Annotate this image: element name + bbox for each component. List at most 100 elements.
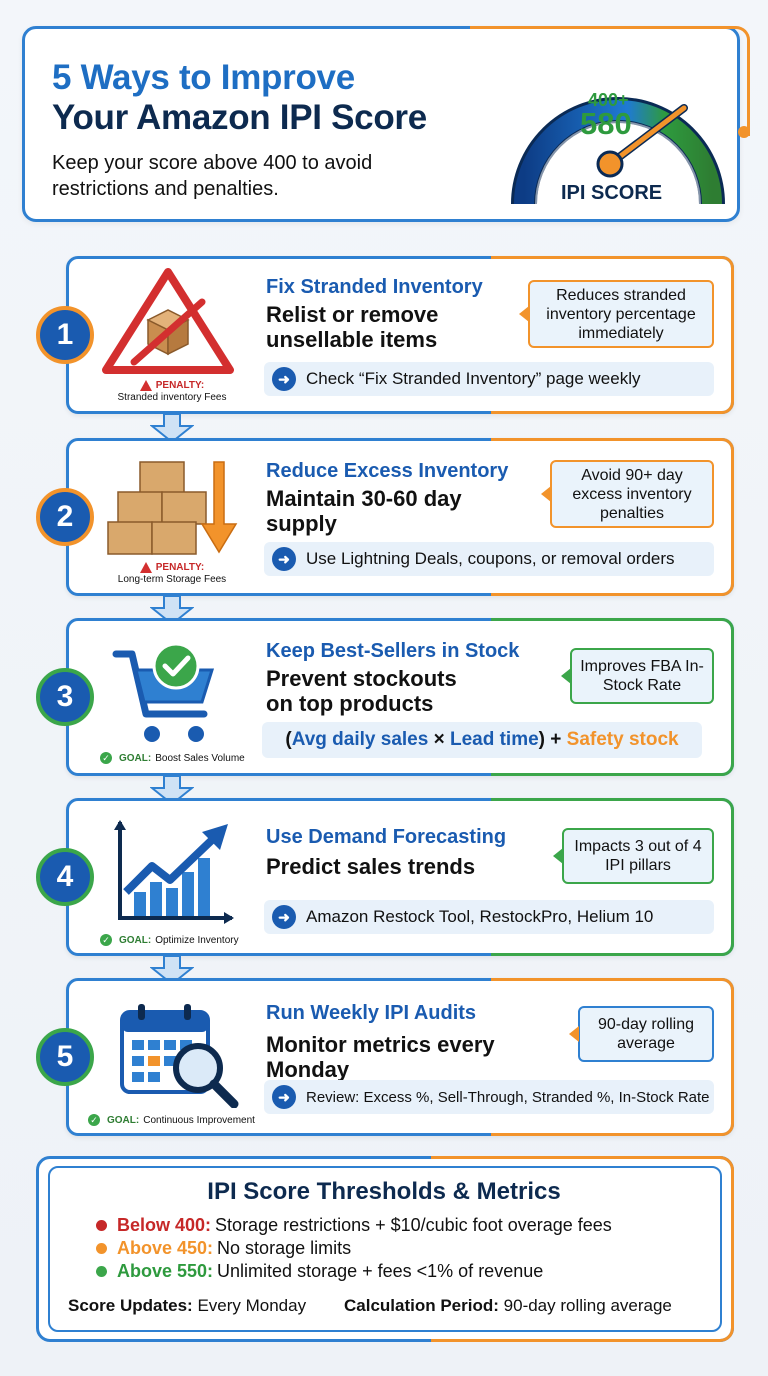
step-5-callout: 90-day rolling average: [569, 1006, 714, 1062]
step-1-tag: PENALTY: Stranded inventory Fees: [100, 380, 244, 404]
step-2-callout: Avoid 90+ day excess inventory penalties: [541, 460, 714, 528]
step-4-subheading: Predict sales trends: [266, 854, 476, 879]
title-line-2: Your Amazon IPI Score: [52, 98, 427, 137]
step-1-tip: ➜ Check “Fix Stranded Inventory” page we…: [264, 362, 714, 396]
step-5-tag: ✓ GOAL: Continuous Improvement: [88, 1114, 255, 1126]
step-3-tag-label: GOAL:: [119, 752, 152, 764]
step-number-2: 2: [36, 488, 94, 546]
step-2-tag-text: Long-term Storage Fees: [117, 574, 227, 586]
threshold-text: Unlimited storage + fees <1% of revenue: [217, 1261, 544, 1281]
step-3-callout: Improves FBA In-Stock Rate: [561, 648, 714, 704]
trend-chart-icon: [114, 820, 234, 924]
down-arrow-icon: [150, 776, 194, 804]
arrow-right-icon: ➜: [272, 367, 296, 391]
footer-title: IPI Score Thresholds & Metrics: [207, 1178, 561, 1205]
step-5-heading: Run Weekly IPI Audits: [266, 1002, 477, 1024]
step-number-4: 4: [36, 848, 94, 906]
gauge-dial-icon: [511, 97, 725, 205]
step-4-tag-label: GOAL:: [119, 934, 152, 946]
arrow-right-icon: ➜: [272, 547, 296, 571]
step-2-tag: PENALTY: Long-term Storage Fees: [100, 562, 244, 586]
down-arrow-icon: [150, 414, 194, 442]
arrow-right-icon: ➜: [272, 1085, 296, 1109]
header-accent-dot: [738, 126, 750, 138]
warning-icon: [139, 380, 152, 391]
red-dot-icon: [96, 1220, 107, 1231]
step-number-3: 3: [36, 668, 94, 726]
calculation-period: Calculation Period: 90-day rolling avera…: [344, 1296, 672, 1316]
step-number-1: 1: [36, 306, 94, 364]
arrow-right-icon: ➜: [272, 905, 296, 929]
step-2-subheading: Maintain 30-60 day supply: [266, 486, 462, 536]
step-5-tag-text: Continuous Improvement: [143, 1114, 255, 1126]
step-3-heading: Keep Best-Sellers in Stock: [266, 640, 520, 662]
step-2-tip: ➜ Use Lightning Deals, coupons, or remov…: [264, 542, 714, 576]
step-5-tag-label: GOAL:: [107, 1114, 140, 1126]
header-panel: [22, 26, 740, 222]
gauge-label: IPI SCORE: [561, 182, 663, 204]
formula-avg-daily-sales: Avg daily sales: [291, 729, 429, 750]
score-updates-key: Score Updates:: [68, 1296, 193, 1315]
formula-plus: ) +: [538, 729, 567, 750]
formula-safety-stock: Safety stock: [566, 729, 679, 750]
threshold-row-above-450: Above 450: No storage limits: [96, 1238, 351, 1259]
step-1-tag-text: Stranded inventory Fees: [117, 392, 227, 404]
step-4-tip-text: Amazon Restock Tool, RestockPro, Helium …: [306, 907, 654, 926]
threshold-text: No storage limits: [217, 1238, 352, 1258]
step-4-heading: Use Demand Forecasting: [266, 826, 507, 848]
footer-panel: [36, 1156, 734, 1342]
step-3-tag-text: Boost Sales Volume: [155, 752, 245, 764]
gauge-score: 580: [580, 106, 632, 141]
boxes-down-arrow-icon: [107, 461, 238, 555]
step-2-tip-text: Use Lightning Deals, coupons, or removal…: [306, 549, 675, 568]
step-2-tag-label: PENALTY:: [100, 562, 244, 574]
step-1-heading: Fix Stranded Inventory: [266, 276, 483, 298]
threshold-key: Above 450:: [117, 1238, 214, 1258]
formula-lead-time: Lead time: [449, 729, 539, 750]
check-circle-icon: ✓: [88, 1114, 100, 1126]
step-1-subheading: Relist or remove unsellable items: [266, 302, 439, 352]
green-dot-icon: [96, 1266, 107, 1277]
step-4-tag: ✓ GOAL: Optimize Inventory: [100, 934, 239, 946]
warning-box-icon: [102, 268, 234, 374]
orange-dot-icon: [96, 1243, 107, 1254]
calendar-search-icon: [120, 1004, 239, 1108]
check-circle-icon: ✓: [100, 752, 112, 764]
down-arrow-icon: [150, 596, 194, 624]
threshold-text: Storage restrictions + $10/cubic foot ov…: [215, 1215, 612, 1235]
step-5-tip-text: Review: Excess %, Sell-Through, Stranded…: [306, 1088, 710, 1106]
score-updates-value: Every Monday: [197, 1296, 307, 1315]
title-line-1: 5 Ways to Improve: [52, 58, 355, 97]
step-4-callout: Impacts 3 out of 4 IPI pillars: [553, 828, 714, 884]
threshold-key: Above 550:: [117, 1261, 214, 1281]
formula-times: ×: [428, 729, 450, 750]
page-title: 5 Ways to Improve Your Amazon IPI Score: [52, 58, 492, 138]
formula-open: (: [285, 729, 292, 750]
step-1-tag-label: PENALTY:: [100, 380, 244, 392]
step-4-tag-text: Optimize Inventory: [155, 934, 239, 946]
step-1-tip-text: Check “Fix Stranded Inventory” page week…: [306, 369, 641, 388]
ipi-score-gauge: 400+ 580 IPI SCORE: [506, 36, 730, 216]
step-5-tip: ➜ Review: Excess %, Sell-Through, Strand…: [264, 1080, 714, 1114]
threshold-row-below-400: Below 400: Storage restrictions + $10/cu…: [96, 1215, 612, 1236]
step-3-tag: ✓ GOAL: Boost Sales Volume: [100, 752, 245, 764]
step-number-5: 5: [36, 1028, 94, 1086]
step-3-formula: ( Avg daily sales × Lead time ) + Safety…: [262, 722, 702, 758]
calculation-period-key: Calculation Period:: [344, 1296, 499, 1315]
step-3-subheading: Prevent stockouts on top products: [266, 666, 457, 716]
gauge-threshold: 400+: [588, 90, 629, 110]
score-updates: Score Updates: Every Monday: [68, 1296, 306, 1316]
step-1-callout: Reduces stranded inventory percentage im…: [519, 280, 714, 348]
threshold-key: Below 400:: [117, 1215, 212, 1235]
step-5-subheading: Monitor metrics every Monday: [266, 1032, 495, 1082]
calculation-period-value: 90-day rolling average: [503, 1296, 672, 1315]
step-4-tip: ➜ Amazon Restock Tool, RestockPro, Heliu…: [264, 900, 714, 934]
cart-check-icon: [112, 642, 215, 742]
threshold-row-above-550: Above 550: Unlimited storage + fees <1% …: [96, 1261, 543, 1282]
page-subtitle: Keep your score above 400 to avoid restr…: [52, 152, 373, 200]
header-accent-frame: [470, 26, 750, 136]
footer-inner-frame: [48, 1166, 722, 1332]
down-arrow-icon: [150, 956, 194, 984]
warning-icon: [139, 562, 152, 573]
step-2-heading: Reduce Excess Inventory: [266, 460, 509, 482]
